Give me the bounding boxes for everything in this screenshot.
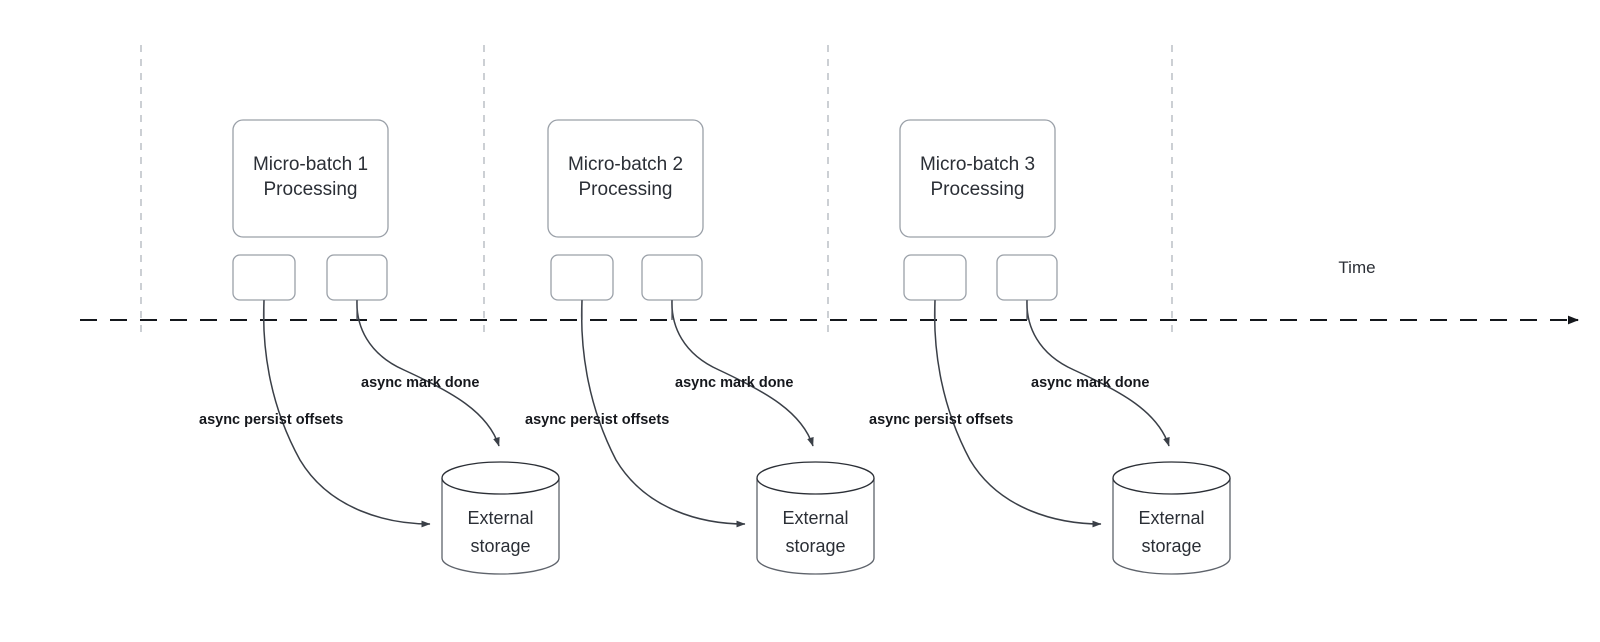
micro-batch-label-line2-1: Processing (264, 179, 358, 200)
task-box-persist-2[interactable] (550, 254, 614, 301)
flow-arrow-mark-done-3 (1026, 299, 1170, 447)
micro-batch-box-3[interactable] (899, 119, 1056, 238)
external-storage-label-line1-1: External (467, 508, 533, 528)
external-storage-label-line2-1: storage (470, 536, 530, 556)
micro-batch-label-line1-3: Micro-batch 3 (920, 154, 1035, 175)
micro-batch-label-line2-2: Processing (579, 179, 673, 200)
external-storage-cylinder-body-3[interactable] (1112, 478, 1231, 575)
label-async-persist-offsets-3: async persist offsets (869, 412, 1013, 428)
tick-line-group (140, 45, 1173, 335)
micro-batch-box-1[interactable] (232, 119, 389, 238)
flow-arrow-persist-offsets-2 (580, 299, 746, 528)
task-box-markdone-2[interactable] (641, 254, 703, 301)
task-box-markdone-1[interactable] (326, 254, 388, 301)
external-storage-label-line1-2: External (782, 508, 848, 528)
task-box-persist-1[interactable] (232, 254, 296, 301)
external-storage-label-line1-3: External (1138, 508, 1204, 528)
label-async-mark-done-3: async mark done (1031, 375, 1149, 391)
external-storage-label-line2-2: storage (785, 536, 845, 556)
task-box-persist-3[interactable] (903, 254, 967, 301)
external-storage-label-line2-3: storage (1141, 536, 1201, 556)
micro-batch-label-line2-3: Processing (931, 179, 1025, 200)
time-axis-label: Time (1338, 258, 1375, 277)
micro-batch-label-line1-1: Micro-batch 1 (253, 154, 368, 175)
label-async-mark-done-1: async mark done (361, 375, 479, 391)
flow-arrow-mark-done-1 (356, 299, 500, 447)
micro-batch-box-2[interactable] (547, 119, 704, 238)
flow-curve-group (262, 299, 1170, 528)
label-async-persist-offsets-2: async persist offsets (525, 412, 669, 428)
flow-arrow-mark-done-2 (671, 299, 814, 447)
flow-arrow-persist-offsets-3 (933, 299, 1102, 528)
external-storage-cylinder-top-1 (441, 461, 560, 495)
external-storage-cylinder-body-2[interactable] (756, 478, 875, 575)
edge-label-group: async persist offsets async mark done asyn… (199, 375, 1149, 428)
label-async-persist-offsets-1: async persist offsets (199, 412, 343, 428)
flow-arrow-persist-offsets-1 (262, 299, 431, 528)
label-async-mark-done-2: async mark done (675, 375, 793, 391)
task-box-markdone-3[interactable] (996, 254, 1058, 301)
external-storage-cylinder-top-3 (1112, 461, 1231, 495)
micro-batch-label-line1-2: Micro-batch 2 (568, 154, 683, 175)
external-storage-cylinder-body-1[interactable] (441, 478, 560, 575)
external-storage-cylinder-top-2 (756, 461, 875, 495)
